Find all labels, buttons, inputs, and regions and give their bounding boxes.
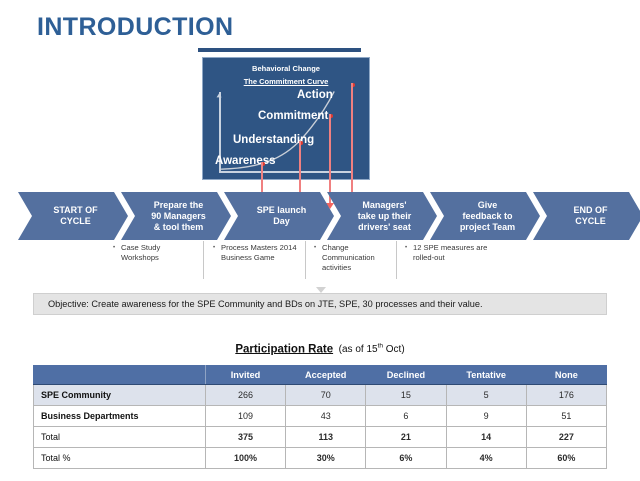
column-header-rowlabel [33,365,206,385]
bullet-item: Process Masters 2014 Business Game [213,243,301,263]
cell-tentative: 9 [445,405,527,427]
cell-invited: 266 [204,384,287,406]
curve-marker-dot-4 [351,83,355,87]
chevron-step-3[interactable]: SPE launch Day [224,192,334,240]
commitment-curve-line [216,91,335,170]
participation-title-sub-pre: (as of 15 [338,344,378,356]
bullet-divider-1 [203,241,204,279]
bullet-notes-row: Case Study Workshops Process Masters 201… [18,241,618,287]
bullet-item: Case Study Workshops [113,243,198,263]
chevron-step-4-line-2: take up their [357,210,412,221]
chevron-step-2[interactable]: Prepare the 90 Managers & tool them [121,192,231,240]
cell-none: 176 [525,384,608,406]
curve-x-axis [219,171,353,173]
connector-arrow-3 [326,114,333,209]
chevron-step-1[interactable]: START OF CYCLE [18,192,128,240]
table-row: Total % 100% 30% 6% 4% 60% [33,447,608,469]
bullet-item: Change Communication activities [314,243,392,273]
chevron-step-5-line-2: feedback to [462,210,513,221]
title-underline-rule [198,48,361,52]
bullet-divider-3 [396,241,397,279]
cell-none: 60% [525,447,608,469]
chevron-step-4[interactable]: Managers' take up their drivers' seat [327,192,437,240]
table-row: SPE Community 266 70 15 5 176 [33,384,608,406]
cell-invited: 100% [204,447,287,469]
cell-tentative: 4% [445,447,527,469]
chevron-step-1-line-1: START OF [53,205,98,215]
chevron-step-5[interactable]: Give feedback to project Team [430,192,540,240]
cell-invited: 375 [204,426,287,448]
chevron-step-2-line-1: Prepare the [153,199,204,210]
objective-pointer-icon [316,287,326,293]
chevron-step-6-line-2: CYCLE [575,216,606,226]
cell-accepted: 43 [285,405,367,427]
row-label: Total % [33,447,206,469]
curve-marker-dot-3 [329,114,333,118]
cell-declined: 6 [365,405,447,427]
curve-y-axis [219,92,221,172]
table-row: Total 375 113 21 14 227 [33,426,608,448]
participation-title-main: Participation Rate [235,343,334,356]
chevron-step-6[interactable]: END OF CYCLE [533,192,640,240]
column-header-invited: Invited [204,365,287,385]
objective-banner: Objective: Create awareness for the SPE … [33,293,607,315]
column-header-accepted: Accepted [285,365,367,385]
curve-marker-dot-1 [261,162,265,166]
table-row: Business Departments 109 43 6 9 51 [33,405,608,427]
connector-arrow-4 [348,83,355,209]
curve-stage-commitment: Commitment [258,110,329,122]
curve-stage-action: Action [297,89,333,101]
bullet-group-3: Change Communication activities [314,243,392,273]
row-label: Business Departments [33,405,206,427]
cell-none: 227 [525,426,608,448]
curve-panel-heading: Behavioral Change [252,64,320,73]
row-label: SPE Community [33,384,206,406]
bullet-group-4: 12 SPE measures are rolled-out [405,243,501,263]
chevron-step-4-line-3: drivers' seat [358,221,411,232]
cell-accepted: 113 [285,426,367,448]
row-label: Total [33,426,206,448]
bullet-group-2: Process Masters 2014 Business Game [213,243,301,263]
curve-stage-awareness: Awareness [215,155,276,167]
chevron-step-2-line-2: 90 Managers [151,210,206,221]
cell-tentative: 14 [445,426,527,448]
process-chevron-row: START OF CYCLE Prepare the 90 Managers &… [18,192,618,240]
column-header-declined: Declined [365,365,447,385]
commitment-curve-panel: Behavioral Change The Commitment Curve A… [202,57,370,180]
chevron-step-3-line-2: Day [273,216,290,226]
curve-marker-dot-2 [299,141,303,145]
chevron-step-5-line-1: Give [477,199,498,210]
participation-rate-table: Invited Accepted Declined Tentative None… [33,365,608,469]
chevron-step-3-line-1: SPE launch [256,205,307,215]
chevron-step-6-line-1: END OF [573,205,608,215]
bullet-group-1: Case Study Workshops [113,243,198,263]
participation-title-superscript: th [377,343,383,350]
curve-stage-understanding: Understanding [233,134,315,146]
bullet-item: 12 SPE measures are rolled-out [405,243,501,263]
participation-table-title: Participation Rate (as of 15th Oct) [0,343,640,355]
curve-panel-subheading: The Commitment Curve [243,77,329,86]
cell-tentative: 5 [445,384,527,406]
cell-invited: 109 [204,405,287,427]
chevron-step-4-line-1: Managers' [362,199,407,210]
cell-accepted: 30% [285,447,367,469]
cell-declined: 6% [365,447,447,469]
cell-declined: 21 [365,426,447,448]
chevron-step-2-line-3: & tool them [153,221,204,232]
participation-title-sub-post: Oct) [383,344,405,356]
cell-accepted: 70 [285,384,367,406]
cell-none: 51 [525,405,608,427]
table-header-row: Invited Accepted Declined Tentative None [33,365,608,385]
cell-declined: 15 [365,384,447,406]
chevron-step-1-line-2: CYCLE [60,216,91,226]
bullet-divider-2 [305,241,306,279]
column-header-tentative: Tentative [445,365,527,385]
page-title: INTRODUCTION [37,13,234,41]
chevron-step-5-line-3: project Team [459,221,516,232]
column-header-none: None [525,365,608,385]
objective-text: Objective: Create awareness for the SPE … [48,299,483,309]
